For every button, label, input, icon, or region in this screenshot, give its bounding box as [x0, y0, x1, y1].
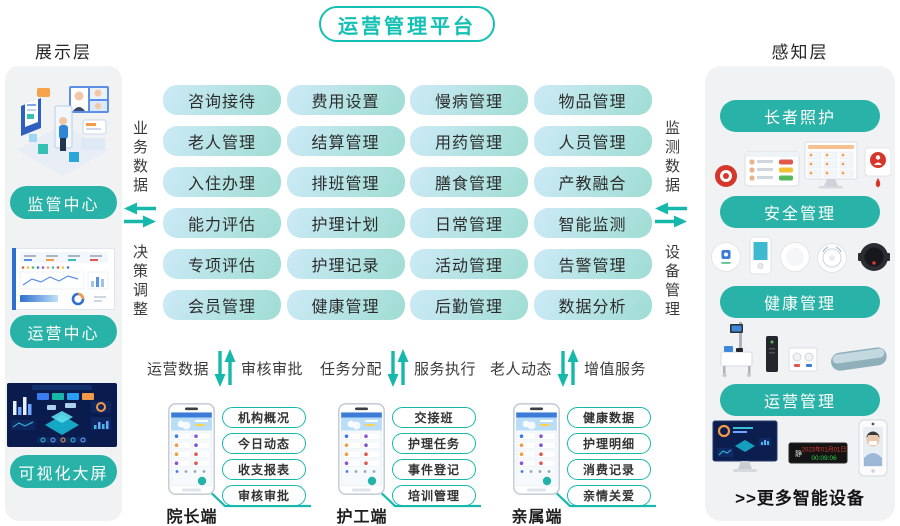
health-management-button[interactable]: 健康管理	[720, 286, 880, 318]
more-devices-text: >>更多智能设备	[735, 489, 865, 508]
flow-label: 任务分配	[320, 360, 383, 378]
phone-feature-pill[interactable]: 消费记录	[567, 459, 651, 480]
elder-care-devices	[705, 136, 895, 190]
module-pill[interactable]: 数据分析	[533, 290, 652, 320]
phone-mockup	[513, 403, 560, 495]
flow-label: 服务执行	[414, 360, 477, 378]
module-pill[interactable]: 智能监测	[533, 208, 652, 238]
module-pill[interactable]: 后勤管理	[410, 290, 528, 320]
module-pill[interactable]: 慢病管理	[410, 85, 528, 115]
module-pill[interactable]: 用药管理	[410, 126, 528, 156]
module-pill[interactable]: 健康管理	[286, 290, 405, 320]
flow-label: 运营数据	[147, 360, 210, 378]
flow-label-decision-adjust: 决策调整	[131, 244, 148, 320]
up-down-arrow-icon	[555, 348, 581, 388]
module-pill[interactable]: 人员管理	[533, 126, 652, 156]
up-down-arrow-icon	[385, 348, 411, 388]
page-title: 运营管理平台	[319, 6, 495, 42]
right-exchange-arrow-icon	[653, 200, 689, 230]
big-screen-dashboard-image	[7, 383, 117, 447]
module-pill[interactable]: 专项评估	[163, 249, 281, 279]
module-pill[interactable]: 护理记录	[286, 249, 405, 279]
phone-mockup	[168, 403, 215, 495]
operation-devices: 静 2023年01月01日 00:09:06	[705, 418, 895, 480]
perception-layer-header: 感知层	[771, 43, 829, 62]
module-pill[interactable]: 会员管理	[163, 290, 281, 320]
module-pill[interactable]: 产教融合	[533, 167, 652, 197]
module-pill[interactable]: 排班管理	[286, 167, 405, 197]
phone-feature-list: 健康数据护理明细消费记录亲情关爱	[567, 407, 651, 506]
elder-care-button[interactable]: 长者照护	[720, 100, 880, 132]
module-pill[interactable]: 护理计划	[286, 208, 405, 238]
module-pill[interactable]: 结算管理	[286, 126, 405, 156]
phone-feature-pill[interactable]: 护理任务	[392, 433, 476, 454]
phone-feature-pill[interactable]: 培训管理	[392, 485, 476, 506]
operation-management-button[interactable]: 运营管理	[720, 384, 880, 416]
phone-feature-pill[interactable]: 健康数据	[567, 407, 651, 428]
safety-management-button[interactable]: 安全管理	[720, 196, 880, 228]
phone-label-director: 院长端	[166, 509, 218, 526]
module-grid: 咨询接待费用设置慢病管理物品管理老人管理结算管理用药管理人员管理入住办理排班管理…	[163, 85, 652, 320]
module-pill[interactable]: 膳食管理	[410, 167, 528, 197]
phone-feature-list: 交接班护理任务事件登记培训管理	[392, 407, 476, 506]
operation-dashboard-image	[12, 248, 115, 310]
phone-group-caregiver: 交接班护理任务事件登记培训管理 护工端	[333, 403, 485, 526]
flow-pair-tasks: 任务分配 服务执行	[320, 347, 476, 389]
visual-big-screen-button[interactable]: 可视化大屏	[10, 455, 117, 488]
phone-feature-pill[interactable]: 事件登记	[392, 459, 476, 480]
phone-feature-pill[interactable]: 收支报表	[222, 459, 306, 480]
module-pill[interactable]: 入住办理	[163, 167, 281, 197]
flow-label-device-manage: 设备管理	[663, 244, 680, 320]
supervision-center-illustration	[11, 76, 116, 180]
module-pill[interactable]: 活动管理	[410, 249, 528, 279]
phone-feature-list: 机构概况今日动态收支报表审核审批	[222, 407, 306, 506]
phone-feature-pill[interactable]: 机构概况	[222, 407, 306, 428]
phone-label-family: 亲属端	[511, 509, 563, 526]
module-pill[interactable]: 费用设置	[286, 85, 405, 115]
phone-feature-pill[interactable]: 亲情关爱	[567, 485, 651, 506]
operation-center-button[interactable]: 运营中心	[10, 315, 117, 348]
module-pill[interactable]: 老人管理	[163, 126, 281, 156]
phone-feature-pill[interactable]: 护理明细	[567, 433, 651, 454]
flow-label: 审核审批	[241, 360, 304, 378]
phone-mockup	[338, 403, 385, 495]
svg-text:00:09:06: 00:09:06	[811, 455, 837, 462]
phone-group-family: 健康数据护理明细消费记录亲情关爱 亲属端	[508, 403, 660, 526]
flow-pair-operations: 运营数据 审核审批	[147, 347, 303, 389]
flow-label: 增值服务	[584, 360, 647, 378]
supervision-center-button[interactable]: 监管中心	[10, 186, 117, 219]
svg-text:静: 静	[795, 449, 802, 458]
module-pill[interactable]: 咨询接待	[163, 85, 281, 115]
phone-feature-pill[interactable]: 交接班	[392, 407, 476, 428]
health-devices	[705, 320, 895, 378]
module-pill[interactable]: 物品管理	[533, 85, 652, 115]
module-pill[interactable]: 能力评估	[163, 208, 281, 238]
safety-devices	[705, 232, 895, 278]
module-pill[interactable]: 告警管理	[533, 249, 652, 279]
up-down-arrow-icon	[212, 348, 238, 388]
display-layer-header: 展示层	[35, 43, 92, 62]
flow-label-monitor-data: 监测数据	[663, 120, 680, 196]
phone-group-director: 机构概况今日动态收支报表审核审批 院长端	[163, 403, 315, 526]
flow-pair-elder-status: 老人动态 增值服务	[490, 347, 646, 389]
flow-label: 老人动态	[490, 360, 553, 378]
left-exchange-arrow-icon	[122, 200, 158, 230]
module-pill[interactable]: 日常管理	[410, 208, 528, 238]
flow-label-business-data: 业务数据	[131, 120, 148, 196]
phone-label-caregiver: 护工端	[336, 509, 388, 526]
svg-text:2023年01月01日: 2023年01月01日	[802, 446, 847, 454]
phone-feature-pill[interactable]: 今日动态	[222, 433, 306, 454]
phone-feature-pill[interactable]: 审核审批	[222, 485, 306, 506]
